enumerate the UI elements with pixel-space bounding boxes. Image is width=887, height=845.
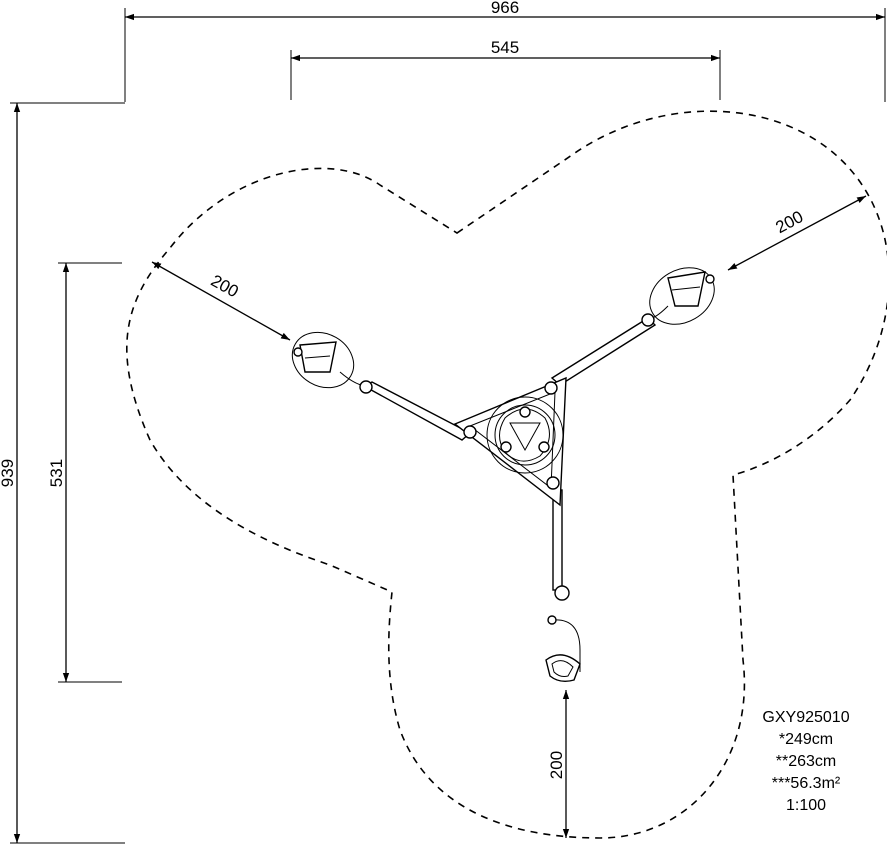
- bottom-seat: [545, 585, 581, 683]
- safety-right-label: 200: [772, 207, 806, 237]
- safety-bottom-label: 200: [547, 751, 566, 779]
- safety-zone-outline: [126, 110, 887, 839]
- dimension-safety-bottom: 200: [547, 690, 570, 838]
- drawing-scale: 1:100: [786, 797, 826, 814]
- dimension-overall-height: 939: [0, 102, 125, 844]
- overall-height-label: 939: [0, 459, 17, 487]
- product-code: GXY925010: [762, 709, 849, 726]
- dimension-safety-left: 200: [151, 261, 291, 341]
- dimension-safety-right: 200: [727, 195, 867, 271]
- safety-area: ***56.3m²: [772, 775, 841, 792]
- dimension-overall-width: 966: [124, 0, 886, 102]
- left-seat: [291, 331, 373, 394]
- inner-height-label: 531: [47, 459, 66, 487]
- dimension-inner-height: 531: [47, 262, 122, 683]
- free-height-2: **263cm: [776, 753, 836, 770]
- dimension-inner-width: 545: [290, 38, 721, 100]
- inner-width-label: 545: [491, 38, 519, 57]
- right-seat: [641, 267, 715, 327]
- product-info: GXY925010 *249cm **263cm ***56.3m² 1:100: [762, 709, 849, 814]
- overall-width-label: 966: [491, 0, 519, 17]
- central-hub: [453, 376, 567, 507]
- free-height-1: *249cm: [779, 731, 833, 748]
